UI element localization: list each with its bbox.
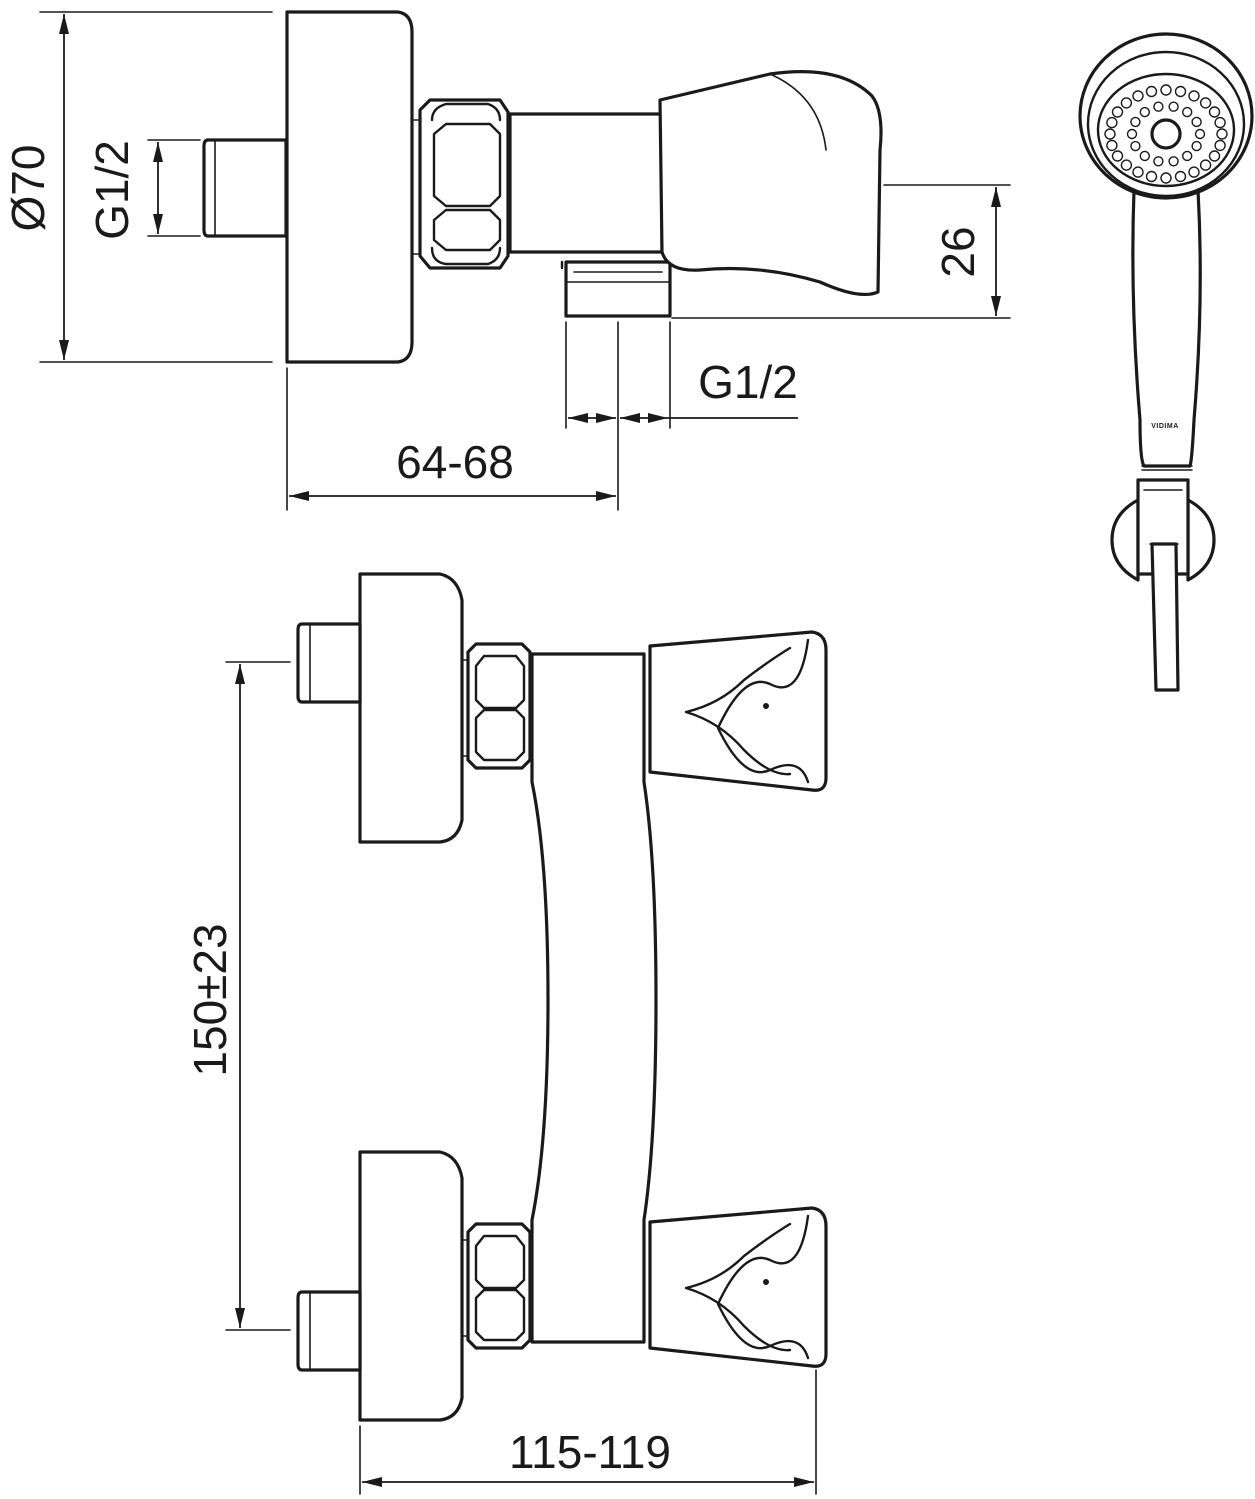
shower-brand-label: VIDIMA xyxy=(1151,423,1179,430)
spray-nozzle xyxy=(1139,106,1151,118)
spray-nozzle xyxy=(1106,116,1118,129)
spray-nozzles xyxy=(1104,84,1228,184)
spray-nozzle xyxy=(1191,116,1202,128)
inlet-thread-label: G1/2 xyxy=(86,140,138,240)
outlet-thread-label: G1/2 xyxy=(698,356,798,408)
spray-nozzle xyxy=(1168,101,1179,112)
side-view: Ø70 G1/2 26 G1/2 6 xyxy=(2,10,1011,511)
spray-nozzle xyxy=(1111,106,1124,118)
spray-nozzle xyxy=(1139,150,1151,162)
inlet-pipe-top xyxy=(296,622,362,704)
spray-nozzle xyxy=(1145,85,1158,98)
wall-rosette-bottom xyxy=(358,1150,464,1422)
handle-side xyxy=(658,70,883,296)
dimension-diameter: Ø70 xyxy=(2,11,273,363)
wall-rosette-side xyxy=(285,10,414,364)
spray-nozzle xyxy=(1191,140,1202,152)
inlet-pipe-side xyxy=(202,138,288,238)
diameter-label: Ø70 xyxy=(2,145,54,232)
spray-nozzle xyxy=(1188,90,1200,102)
dimension-inlet-thread: G1/2 xyxy=(86,139,201,240)
dimension-outlet-height: 26 xyxy=(671,184,1011,319)
spray-nozzle xyxy=(1199,159,1212,171)
shower-hose xyxy=(1150,542,1180,692)
spray-nozzle xyxy=(1153,156,1164,167)
spray-nozzle xyxy=(1181,150,1193,162)
dimension-center-distance: 150±23 xyxy=(184,661,291,1331)
overall-width-label: 115-119 xyxy=(509,1426,671,1478)
hex-nut-bottom xyxy=(461,1222,532,1350)
spray-nozzle xyxy=(1188,166,1200,178)
spray-nozzle xyxy=(1174,170,1187,183)
projection-label: 64-68 xyxy=(396,436,514,488)
spray-nozzle xyxy=(1160,84,1172,96)
spray-nozzle xyxy=(1160,172,1172,184)
spray-nozzle xyxy=(1120,159,1133,171)
spray-nozzle xyxy=(1194,128,1206,140)
center-distance-label: 150±23 xyxy=(184,923,236,1076)
valve-body-side xyxy=(508,112,664,254)
spray-nozzle xyxy=(1104,128,1116,140)
dimension-overall-width: 115-119 xyxy=(359,1369,817,1495)
spray-nozzle xyxy=(1132,90,1144,102)
spray-nozzle xyxy=(1214,139,1226,152)
wall-rosette-top xyxy=(358,572,464,844)
front-view: 150±23 115-119 xyxy=(184,572,828,1495)
spray-nozzle xyxy=(1216,128,1228,140)
spray-nozzle xyxy=(1208,150,1221,162)
spray-nozzle xyxy=(1120,97,1133,109)
handle-bottom xyxy=(648,1206,828,1368)
spray-nozzle xyxy=(1208,106,1221,118)
hand-shower: VIDIMA xyxy=(1078,32,1254,692)
dimension-outlet-thread: G1/2 xyxy=(565,321,798,511)
spray-nozzle xyxy=(1132,166,1144,178)
handle-top xyxy=(648,630,828,792)
spray-nozzle xyxy=(1199,97,1212,109)
spray-nozzle xyxy=(1181,106,1193,118)
dimension-projection: 64-68 xyxy=(286,367,616,511)
outlet-height-label: 26 xyxy=(932,226,984,277)
hex-nut-top xyxy=(461,642,532,770)
spray-nozzle xyxy=(1214,116,1226,129)
inlet-pipe-bottom xyxy=(296,1290,362,1372)
spray-nozzle xyxy=(1174,85,1187,98)
spray-nozzle xyxy=(1168,156,1179,167)
spray-nozzle xyxy=(1106,139,1118,152)
spray-nozzle xyxy=(1111,150,1124,162)
outlet-nipple-side xyxy=(560,260,672,318)
spray-nozzle xyxy=(1130,116,1141,128)
mixer-body-front xyxy=(530,652,658,1344)
spray-nozzle xyxy=(1130,140,1141,152)
hex-nut-side xyxy=(411,98,510,270)
spray-nozzle xyxy=(1153,101,1164,112)
spray-nozzle xyxy=(1126,128,1138,140)
spray-nozzle xyxy=(1145,170,1158,183)
shower-head xyxy=(1078,32,1254,200)
